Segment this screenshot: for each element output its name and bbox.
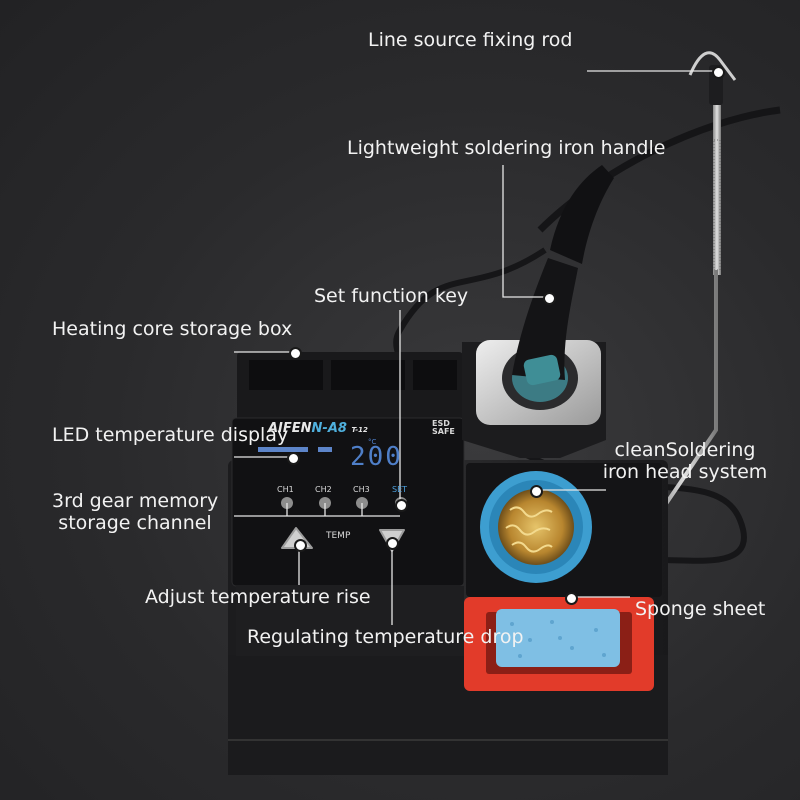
pointer-dot-handle xyxy=(543,292,556,305)
rod-spring xyxy=(713,105,721,275)
iron-handle xyxy=(512,258,578,380)
callout-memory-channel: 3rd gear memory storage channel xyxy=(52,490,219,534)
brand-logo: AIFENN-A8 T-12 xyxy=(268,421,368,436)
esd-badge: ESD SAFE xyxy=(432,419,455,436)
leader-lines xyxy=(234,70,716,625)
pointer-dot-storage xyxy=(289,347,302,360)
callout-led-display: LED temperature display xyxy=(52,424,289,446)
callout-sponge: Sponge sheet xyxy=(635,598,766,620)
callout-temp-rise: Adjust temperature rise xyxy=(145,586,371,608)
callout-clean-head: cleanSoldering iron head system xyxy=(602,439,768,483)
pointer-dot-led xyxy=(287,452,300,465)
ch2-label: CH2 xyxy=(315,485,332,494)
temp-label: TEMP xyxy=(326,531,351,541)
rod-hook xyxy=(688,51,737,81)
callout-iron-handle: Lightweight soldering iron handle xyxy=(347,137,666,159)
pointer-dot-set xyxy=(395,499,408,512)
led-temperature-readout: 200 xyxy=(350,442,403,472)
pointer-dot-clean xyxy=(530,485,543,498)
set-label: SET xyxy=(392,485,408,494)
callout-set-key: Set function key xyxy=(314,285,469,307)
callout-temp-drop: Regulating temperature drop xyxy=(247,626,524,648)
ch1-label: CH1 xyxy=(277,485,294,494)
pointer-dot-rise xyxy=(294,539,307,552)
led-unit: °C xyxy=(368,438,377,446)
pointer-dot-sponge xyxy=(565,592,578,605)
pointer-dot-drop xyxy=(386,537,399,550)
iron-cable xyxy=(537,106,781,233)
pointer-dot-rod xyxy=(712,66,725,79)
callout-storage-box: Heating core storage box xyxy=(52,318,293,340)
ch3-label: CH3 xyxy=(353,485,370,494)
callout-line-source-rod: Line source fixing rod xyxy=(368,29,573,51)
